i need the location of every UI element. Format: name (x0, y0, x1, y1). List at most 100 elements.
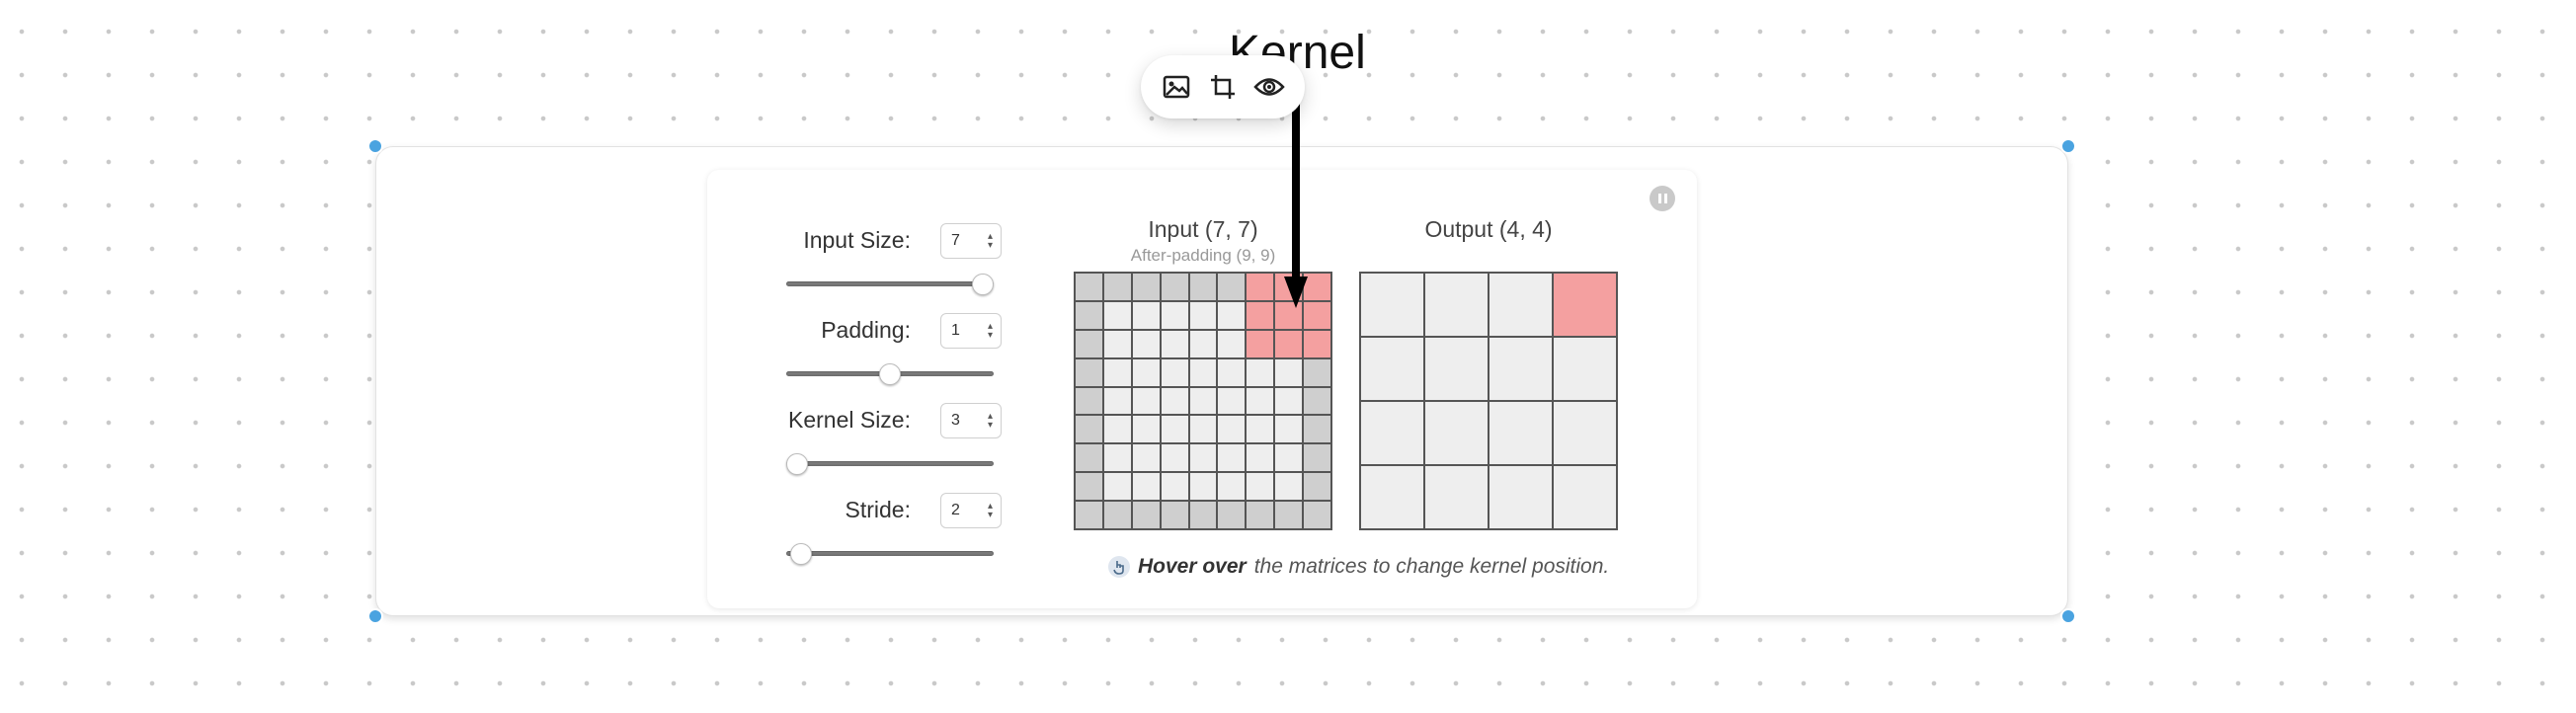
padding-cell[interactable] (1075, 300, 1103, 330)
arrow-annotation[interactable] (1284, 99, 1308, 312)
input-cell[interactable] (1160, 300, 1189, 330)
padding-cell[interactable] (1303, 472, 1331, 502)
input-cell[interactable] (1131, 357, 1161, 387)
padding-cell[interactable] (1102, 501, 1132, 529)
padding-cell[interactable] (1303, 443, 1331, 473)
padding-cell[interactable] (1075, 472, 1103, 502)
input-cell[interactable] (1131, 329, 1161, 358)
input-size-stepper[interactable]: 7 ▴▾ (940, 223, 1002, 259)
input-size-slider-thumb[interactable] (972, 274, 994, 295)
kernel-size-slider[interactable] (786, 461, 994, 466)
crop-icon[interactable] (1203, 67, 1243, 107)
input-cell[interactable] (1246, 472, 1275, 502)
output-cell[interactable] (1489, 273, 1553, 337)
padding-cell[interactable] (1075, 329, 1103, 358)
kernel-cell[interactable] (1274, 300, 1304, 330)
input-cell[interactable] (1188, 357, 1218, 387)
padding-cell[interactable] (1303, 415, 1331, 444)
stride-slider[interactable] (786, 551, 994, 556)
kernel-cell[interactable] (1246, 273, 1275, 301)
input-cell[interactable] (1131, 443, 1161, 473)
input-cell[interactable] (1160, 329, 1189, 358)
output-cell[interactable] (1489, 401, 1553, 465)
stride-stepper[interactable]: 2 ▴▾ (940, 493, 1002, 528)
resize-handle-top-left[interactable] (367, 138, 383, 154)
output-cell[interactable] (1360, 401, 1424, 465)
input-cell[interactable] (1246, 357, 1275, 387)
padding-cell[interactable] (1160, 273, 1189, 301)
padding-cell[interactable] (1075, 273, 1103, 301)
padding-cell[interactable] (1075, 501, 1103, 529)
padding-cell[interactable] (1188, 273, 1218, 301)
stride-slider-thumb[interactable] (789, 543, 812, 565)
eye-icon[interactable] (1249, 67, 1289, 107)
input-cell[interactable] (1188, 300, 1218, 330)
input-cell[interactable] (1131, 300, 1161, 330)
kernel-size-stepper[interactable]: 3 ▴▾ (940, 403, 1002, 438)
padding-cell[interactable] (1274, 501, 1304, 529)
input-cell[interactable] (1131, 415, 1161, 444)
output-cell[interactable] (1424, 273, 1489, 337)
output-cell[interactable] (1553, 465, 1617, 529)
padding-cell[interactable] (1075, 386, 1103, 416)
resize-handle-bottom-right[interactable] (2060, 608, 2076, 624)
output-cell[interactable] (1360, 337, 1424, 401)
input-cell[interactable] (1188, 329, 1218, 358)
input-cell[interactable] (1102, 329, 1132, 358)
input-cell[interactable] (1131, 472, 1161, 502)
padding-cell[interactable] (1075, 443, 1103, 473)
output-cell[interactable] (1553, 337, 1617, 401)
input-cell[interactable] (1274, 357, 1304, 387)
pause-button[interactable] (1650, 186, 1675, 211)
kernel-cell[interactable] (1274, 329, 1304, 358)
output-cell[interactable] (1424, 465, 1489, 529)
input-cell[interactable] (1217, 386, 1247, 416)
padding-cell[interactable] (1131, 273, 1161, 301)
input-size-slider[interactable] (786, 281, 994, 286)
input-matrix[interactable] (1074, 272, 1332, 530)
output-cell[interactable] (1360, 273, 1424, 337)
output-cell[interactable] (1360, 465, 1424, 529)
padding-cell[interactable] (1075, 357, 1103, 387)
output-cell[interactable] (1424, 337, 1489, 401)
input-cell[interactable] (1102, 443, 1132, 473)
input-cell[interactable] (1188, 415, 1218, 444)
output-cell[interactable] (1489, 337, 1553, 401)
input-cell[interactable] (1160, 386, 1189, 416)
padding-cell[interactable] (1102, 273, 1132, 301)
input-cell[interactable] (1131, 386, 1161, 416)
input-cell[interactable] (1246, 415, 1275, 444)
input-cell[interactable] (1217, 415, 1247, 444)
input-cell[interactable] (1217, 443, 1247, 473)
output-cell[interactable] (1424, 401, 1489, 465)
padding-cell[interactable] (1246, 501, 1275, 529)
stepper-arrows-icon[interactable]: ▴▾ (987, 501, 993, 520)
input-cell[interactable] (1274, 443, 1304, 473)
input-cell[interactable] (1246, 386, 1275, 416)
output-cell[interactable] (1553, 401, 1617, 465)
padding-cell[interactable] (1303, 357, 1331, 387)
image-icon[interactable] (1157, 67, 1196, 107)
input-cell[interactable] (1246, 443, 1275, 473)
input-cell[interactable] (1102, 300, 1132, 330)
input-cell[interactable] (1217, 357, 1247, 387)
output-cell-active[interactable] (1553, 273, 1617, 337)
input-cell[interactable] (1160, 357, 1189, 387)
stepper-arrows-icon[interactable]: ▴▾ (987, 231, 993, 251)
padding-cell[interactable] (1303, 386, 1331, 416)
padding-cell[interactable] (1217, 501, 1247, 529)
input-cell[interactable] (1274, 472, 1304, 502)
padding-slider-thumb[interactable] (879, 363, 901, 385)
padding-cell[interactable] (1075, 415, 1103, 444)
output-cell[interactable] (1489, 465, 1553, 529)
input-cell[interactable] (1188, 472, 1218, 502)
input-cell[interactable] (1274, 386, 1304, 416)
kernel-cell[interactable] (1246, 329, 1275, 358)
input-cell[interactable] (1160, 415, 1189, 444)
output-matrix[interactable] (1359, 272, 1618, 530)
kernel-cell[interactable] (1303, 329, 1331, 358)
kernel-size-slider-thumb[interactable] (786, 453, 808, 475)
input-cell[interactable] (1188, 443, 1218, 473)
input-cell[interactable] (1217, 329, 1247, 358)
stepper-arrows-icon[interactable]: ▴▾ (987, 321, 993, 341)
